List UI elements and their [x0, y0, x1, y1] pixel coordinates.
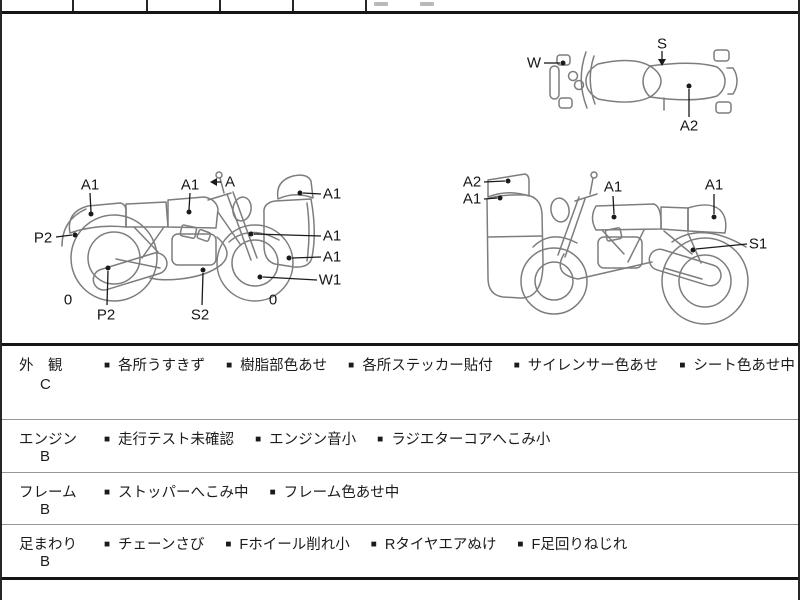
condition-item-text: フレーム色あせ中 [283, 485, 400, 501]
square-bullet-icon: ■ [104, 487, 111, 498]
condition-item-text: 各所ステッカー貼付 [362, 358, 493, 374]
label-right-a1-tail: A1 [704, 176, 724, 194]
cutoff-text-remnant [420, 2, 434, 6]
label-right-a2-screen: A2 [462, 173, 482, 191]
fairing-part-left [263, 174, 315, 268]
square-bullet-icon: ■ [104, 539, 111, 550]
label-left-a1-fairing: A1 [322, 248, 342, 266]
condition-item-text: 走行テスト未確認 [118, 432, 235, 448]
square-bullet-icon: ■ [348, 360, 355, 371]
condition-item: ■ Rタイヤエアぬけ [371, 533, 497, 554]
label-left-a1-front: A1 [322, 227, 342, 245]
square-bullet-icon: ■ [255, 434, 262, 445]
condition-category: エンジン [19, 432, 77, 448]
condition-item-text: Fホイール削れ小 [239, 537, 350, 553]
label-right-s1-shock: S1 [748, 235, 768, 253]
label-left-p2-muffler: P2 [96, 306, 116, 324]
cutoff-text-remnant [374, 2, 388, 6]
square-bullet-icon: ■ [225, 539, 232, 550]
condition-items: ■ 走行テスト未確認 ■ エンジン音小 ■ ラジエターコアへこみ小 [104, 428, 790, 449]
motorcycle-side-view-left [61, 171, 294, 302]
label-left-a1-tail: A1 [80, 176, 100, 194]
motorcycle-side-view-right [520, 171, 749, 325]
cell-divider [219, 0, 221, 11]
condition-item-text: 樹脂部色あせ [240, 358, 328, 374]
condition-item: ■ Fホイール削れ小 [225, 533, 349, 554]
condition-item-text: シート色あせ中 [693, 358, 795, 374]
square-bullet-icon: ■ [517, 539, 524, 550]
condition-item: ■ ラジエターコアへこみ小 [377, 428, 550, 449]
fairing-part-right [486, 173, 544, 299]
condition-row-engine: エンジン B ■ 走行テスト未確認 ■ エンジン音小 ■ ラジエターコアへこみ小 [2, 419, 798, 472]
label-left-a-mirror: A [224, 173, 236, 191]
condition-item: ■ 樹脂部色あせ [226, 354, 327, 375]
cell-divider [72, 0, 74, 11]
condition-item-text: エンジン音小 [269, 432, 357, 448]
label-topview-s: S [656, 35, 668, 53]
label-left-a1-screen: A1 [322, 185, 342, 203]
condition-items: ■ 各所うすきず ■ 樹脂部色あせ ■ 各所ステッカー貼付 ■ サイレンサー色あせ ■ シ… [104, 354, 795, 375]
cutoff-header-row [2, 0, 798, 14]
condition-item-text: サイレンサー色あせ [527, 358, 659, 374]
condition-item-text: ラジエターコアへこみ小 [391, 432, 551, 448]
motorcycle-top-view [549, 49, 738, 114]
condition-item: ■ ストッパーへこみ中 [104, 481, 249, 502]
condition-category: 外 観 [19, 358, 63, 374]
label-topview-a2: A2 [679, 117, 699, 135]
condition-grade: C [40, 376, 51, 393]
label-left-s2-frame: S2 [190, 306, 210, 324]
label-right-a1-tank: A1 [603, 178, 623, 196]
label-left-w1-wheel: W1 [318, 271, 342, 289]
label-left-zero-rear: 0 [63, 291, 73, 309]
condition-grade: B [40, 501, 51, 518]
condition-item: ■ 走行テスト未確認 [104, 428, 234, 449]
label-left-p2-fender: P2 [33, 229, 53, 247]
leader-endpoints [72, 59, 717, 280]
cell-divider [365, 0, 367, 11]
label-topview-w: W [526, 54, 542, 72]
condition-item: ■ 各所ステッカー貼付 [348, 354, 493, 375]
condition-table: 外 観 C ■ 各所うすきず ■ 樹脂部色あせ ■ 各所ステッカー貼付 ■ サイレンサー… [2, 343, 798, 580]
condition-item-text: F足回りねじれ [531, 537, 628, 553]
condition-items: ■ チェーンさび ■ Fホイール削れ小 ■ Rタイヤエアぬけ ■ F足回りねじれ [104, 533, 790, 554]
condition-item-text: ストッパーへこみ中 [118, 485, 249, 501]
condition-item: ■ 各所うすきず [104, 354, 205, 375]
square-bullet-icon: ■ [679, 360, 686, 371]
leader-lines [55, 51, 748, 306]
condition-item: ■ チェーンさび [104, 533, 204, 554]
square-bullet-icon: ■ [370, 539, 377, 550]
label-left-zero-front: 0 [268, 291, 278, 309]
condition-item: ■ シート色あせ中 [679, 354, 795, 375]
condition-row-frame: フレーム B ■ ストッパーへこみ中 ■ フレーム色あせ中 [2, 472, 798, 524]
condition-grade: B [40, 553, 51, 570]
condition-category: 足まわり [19, 537, 77, 553]
condition-category: フレーム [19, 485, 77, 501]
square-bullet-icon: ■ [104, 434, 111, 445]
square-bullet-icon: ■ [377, 434, 384, 445]
condition-items: ■ ストッパーへこみ中 ■ フレーム色あせ中 [104, 481, 790, 502]
square-bullet-icon: ■ [226, 360, 233, 371]
condition-item: ■ サイレンサー色あせ [514, 354, 659, 375]
cell-divider [292, 0, 294, 11]
condition-grade: B [40, 448, 51, 465]
condition-row-exterior: 外 観 C ■ 各所うすきず ■ 樹脂部色あせ ■ 各所ステッカー貼付 ■ サイレンサー… [2, 346, 798, 419]
condition-item-text: Rタイヤエアぬけ [384, 537, 497, 553]
condition-item: ■ F足回りねじれ [517, 533, 627, 554]
condition-row-undercarriage: 足まわり B ■ チェーンさび ■ Fホイール削れ小 ■ Rタイヤエアぬけ ■ F足回り… [2, 524, 798, 577]
condition-item-text: 各所うすきず [118, 358, 206, 374]
condition-item: ■ フレーム色あせ中 [270, 481, 400, 502]
square-bullet-icon: ■ [269, 487, 276, 498]
condition-item: ■ エンジン音小 [255, 428, 356, 449]
label-left-a1-tank: A1 [180, 176, 200, 194]
square-bullet-icon: ■ [513, 360, 520, 371]
condition-item-text: チェーンさび [118, 537, 205, 553]
label-right-a1-fairing: A1 [462, 190, 482, 208]
square-bullet-icon: ■ [104, 360, 111, 371]
cell-divider [146, 0, 148, 11]
